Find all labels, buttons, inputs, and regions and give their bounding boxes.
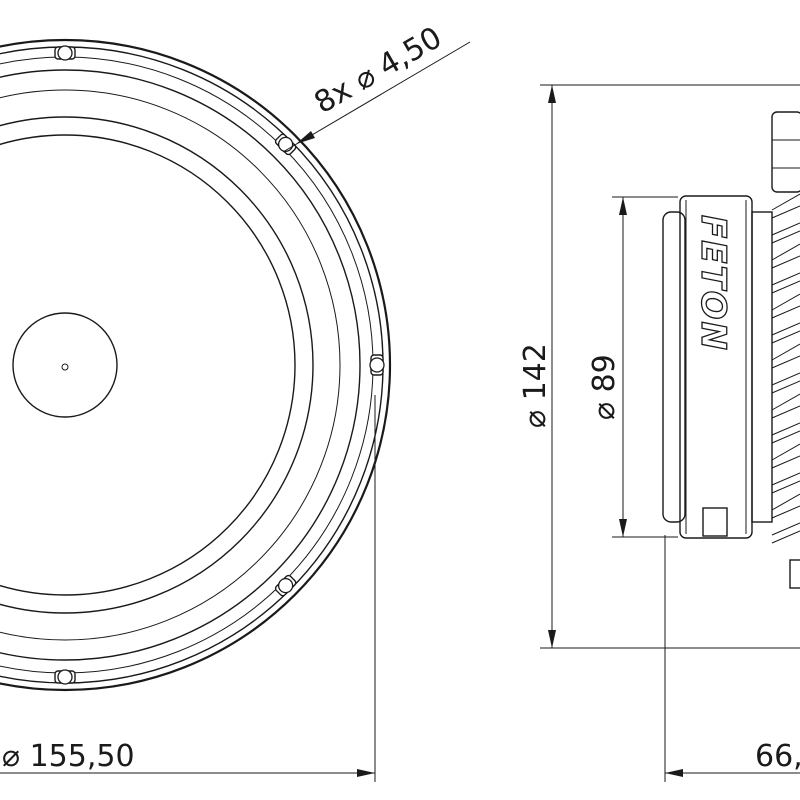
arrow-head [619, 519, 627, 537]
front-view: ⌀ 155,50 8x ⌀ 4,50 [0, 20, 471, 782]
magnet-diameter-label: ⌀ 89 [587, 354, 622, 420]
surround-inner [0, 116, 314, 614]
surround-middle [0, 89, 341, 641]
basket-spoke [771, 522, 800, 544]
mounting-hole [369, 354, 385, 376]
mounting-hole [274, 133, 297, 156]
basket-spoke [771, 443, 800, 469]
arrow-head [548, 630, 556, 648]
arrow-head [548, 85, 556, 103]
frame-inner-edge [0, 46, 384, 684]
basket-spoke [771, 193, 800, 219]
hole-callout-leader [282, 41, 471, 153]
basket-frame [771, 193, 800, 544]
center-point [61, 363, 69, 371]
mounting-hole [274, 574, 297, 597]
back-plate [662, 211, 686, 523]
basket-spoke [771, 343, 800, 369]
feton-logo: FETON [693, 215, 733, 352]
basket-spoke [771, 272, 800, 294]
basket-spoke [771, 422, 800, 444]
basket-spoke [771, 293, 800, 319]
basket-spoke [771, 372, 800, 394]
basket-spoke [771, 393, 800, 419]
basket-spoke [771, 493, 800, 519]
surround-outer [0, 69, 361, 661]
arrow-head [619, 197, 627, 215]
logo-badge [702, 507, 728, 537]
top-plate [751, 211, 773, 523]
arrow-head [296, 131, 315, 144]
basket-spoke [771, 472, 800, 494]
mounting-holes [54, 45, 385, 685]
depth-label: 66, [755, 739, 800, 774]
frame-outer-edge [0, 38, 392, 692]
arrow-head [357, 769, 375, 777]
frame-foot [789, 559, 800, 589]
cone-edge [0, 134, 296, 596]
mounting-hole [54, 669, 76, 685]
side-view: ⌀ 142 ⌀ 89 66, FETON [518, 84, 800, 782]
terminal-block [771, 111, 800, 193]
frame-diameter-label: ⌀ 142 [518, 343, 553, 428]
mounting-hole [54, 45, 76, 61]
basket-spoke [771, 222, 800, 244]
hole-callout-label: 8x ⌀ 4,50 [309, 20, 448, 121]
basket-spoke [771, 243, 800, 269]
outer-diameter-label: ⌀ 155,50 [2, 739, 135, 774]
basket-spoke [771, 322, 800, 344]
arrow-head [665, 769, 683, 777]
dust-cap [12, 312, 118, 418]
